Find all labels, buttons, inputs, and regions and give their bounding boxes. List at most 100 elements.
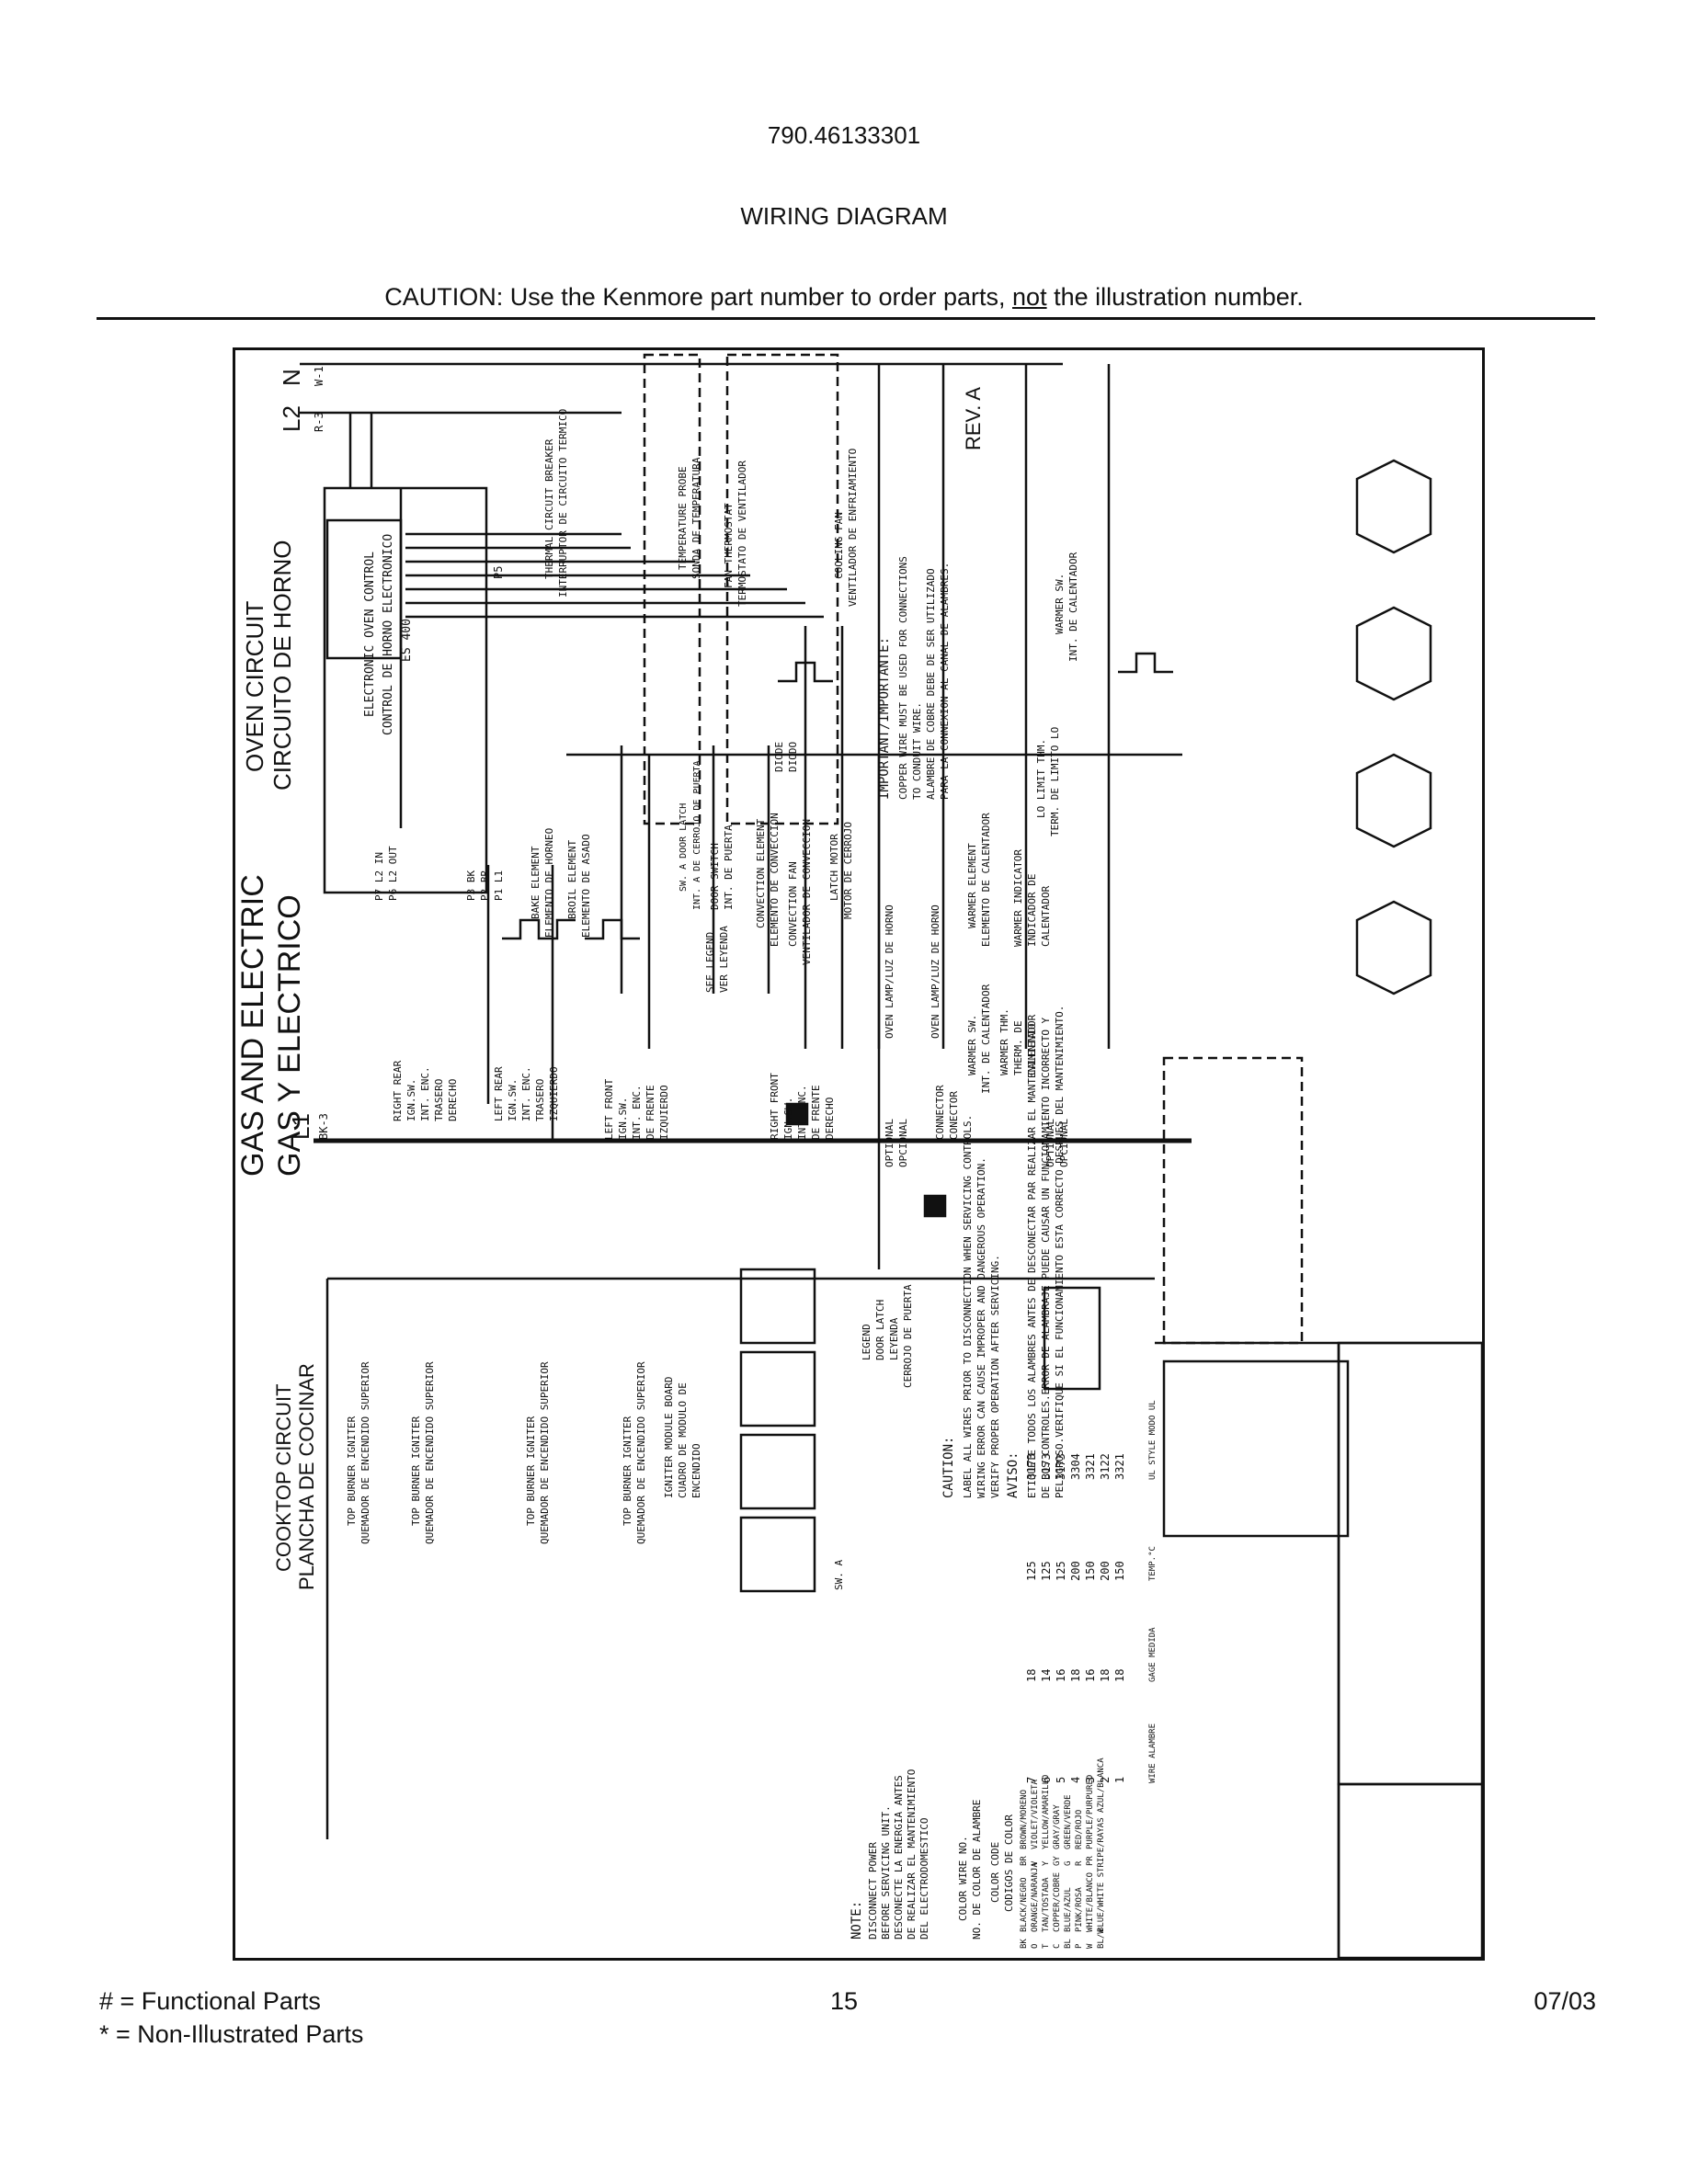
p6-label: P6 L2 OUT <box>387 846 399 901</box>
cf-label-2: VENTILADOR DE ENFRIAMIENTO <box>847 449 859 607</box>
wire-table-cell: 16 <box>1084 1669 1097 1682</box>
tp-label-1: TEMPERATURE PROBE <box>677 466 689 570</box>
connector-label-2: CONECTOR <box>948 1091 960 1140</box>
ign-switch-lf <box>739 1433 816 1510</box>
color-code-cell: RED/ROJO <box>1075 1810 1084 1849</box>
ign-switch-rf <box>739 1516 816 1593</box>
ign-rr-1: RIGHT REAR <box>392 1060 404 1121</box>
wire-table-cell: 3122 <box>1099 1453 1112 1480</box>
important-4: PARA LA CONNEXION AL CANAL DE ALAMBRES. <box>939 563 951 800</box>
color-code-cell: ORANGE/NARANJA <box>1031 1862 1040 1932</box>
ign-switch-lr <box>739 1350 816 1428</box>
note-1: DISCONNECT POWER <box>867 1842 879 1939</box>
color-code-cell: O <box>1031 1944 1040 1949</box>
oven-circuit-es: CIRCUITO DE HORNO <box>268 540 296 791</box>
color-code-cell: P <box>1075 1943 1084 1949</box>
wire-table-header: WIRE ALAMBRE <box>1148 1723 1158 1783</box>
wire-table-cell: 3173 <box>1040 1453 1053 1480</box>
p7-label: P7 L2 IN <box>373 852 385 901</box>
ign-rr-4: TRASERO <box>433 1079 445 1121</box>
color-code-cell: C <box>1053 1944 1062 1949</box>
page-number: 15 <box>829 1987 859 2015</box>
note-5: DEL ELECTRODOMESTICO <box>918 1818 930 1939</box>
eoc-label-1: ELECTRONIC OVEN CONTROL <box>363 552 377 717</box>
tcb-label-2: INTERRUPTOR DE CIRCUITO TERMICO <box>557 409 569 597</box>
warmer-element <box>1118 652 1173 674</box>
aviso-3: PELIGROSO.VERIFIQUE SI EL FUNCIONAMIENTO… <box>1054 1006 1066 1498</box>
oven-lamp-label-2: OVEN LAMP/LUZ DE HORNO <box>930 904 941 1039</box>
color-code-cell: T <box>1042 1943 1051 1949</box>
note-head: NOTE: <box>850 1901 864 1939</box>
wire-table-cell: 18 <box>1025 1669 1038 1682</box>
color-code-cell: W <box>1086 1943 1095 1949</box>
aviso-1: ETIQUETE TODOS LOS ALAMBRES ANTES DE DES… <box>1026 1023 1038 1498</box>
wire-table-cell: 3321 <box>1084 1453 1097 1480</box>
tp-label-2: SONDA DE TEMPERATURA <box>690 457 702 579</box>
color-code-cell: PR <box>1086 1856 1095 1866</box>
wire-table-cell: 3173 <box>1055 1453 1067 1480</box>
convection-element <box>778 661 833 683</box>
diode-label-2: DIODO <box>787 742 799 772</box>
n-label: N <box>278 369 305 386</box>
cw-label-1: COLOR WIRE NO. <box>957 1836 969 1921</box>
wire-table-cell: 3304 <box>1069 1453 1082 1480</box>
wire-table-cell: 2 <box>1099 1777 1112 1783</box>
wiring-diagram: GAS AND ELECTRIC GAS Y ELECTRICO OVEN CI… <box>235 353 1482 1958</box>
note-4: DE REALIZAR EL MANTENIMIENTO <box>906 1769 918 1939</box>
wire-table-frame <box>1337 1341 1482 1786</box>
color-code-cell: GREEN/VERDE <box>1064 1794 1073 1849</box>
wire-table-cell: 3321 <box>1113 1453 1126 1480</box>
color-code-cell: GRAY/GRAY <box>1053 1804 1062 1849</box>
cvf-label-1: CONVECTION FAN <box>787 861 799 947</box>
important-3: ALAMBRE DE COBRE DEBE DE SER UTILIZADO <box>925 568 937 800</box>
junction-2 <box>923 1194 947 1218</box>
ign-rf-4: DE FRENTE <box>810 1085 822 1140</box>
caution-head: CAUTION: <box>941 1437 956 1498</box>
igniter-1 <box>1355 459 1432 554</box>
lm-label-2: MOTOR DE CERROJO <box>842 822 854 919</box>
l1-label: L1 <box>287 1113 314 1140</box>
footer-date: 07/03 <box>1534 1987 1596 2015</box>
color-code-cell: BLACK/NEGRO <box>1020 1877 1029 1932</box>
eoc-label-3: ES 400 <box>400 619 414 662</box>
ign-rf-1: RIGHT FRONT <box>769 1073 781 1140</box>
color-code-cell: R <box>1075 1860 1084 1866</box>
we-label-1: WARMER ELEMENT <box>966 843 978 928</box>
swa-label: SW. A <box>833 1560 845 1590</box>
footer-non-illustrated: * = Non-Illustrated Parts <box>99 2020 364 2048</box>
eoc-label-2: CONTROL DE HORNO ELECTRONICO <box>382 534 395 735</box>
ign-lr-5: IZQUIERDO <box>548 1066 560 1121</box>
r3-label: R-3 <box>313 412 325 432</box>
cw-label-2: NO. DE COLOR DE ALAMBRE <box>971 1800 983 1939</box>
wire-table-cell: 7 <box>1025 1777 1038 1783</box>
ign-rr-5: DERECHO <box>447 1079 459 1121</box>
wi-label-3: CALENTADOR <box>1040 885 1052 947</box>
ign-rf-5: DERECHO <box>824 1098 836 1140</box>
wt-label-3: CALENTADOR <box>1026 1014 1038 1075</box>
ft-label-2: TERMOSTATO DE VENTILADOR <box>736 461 748 607</box>
im-label-3: ENCENDIDO <box>690 1443 702 1498</box>
ce-label-2: ELEMENTO DE CONVECCION <box>769 813 781 947</box>
wi-label-1: WARMER INDICATOR <box>1012 849 1024 947</box>
wire-table-cell: 18 <box>1113 1669 1126 1682</box>
optional-label-3: OPTIONAL <box>1044 1119 1056 1167</box>
ign-rr-3: INT. ENC. <box>419 1066 431 1121</box>
wire-table-header: TEMP.°C <box>1148 1546 1158 1581</box>
wire-table-cell: 125 <box>1055 1561 1067 1581</box>
broil-label-1: BROIL ELEMENT <box>566 840 578 919</box>
important-1: COPPER WIRE MUST BE USED FOR CONNECTIONS <box>897 556 909 800</box>
aviso-2: DE LOS CONTROLES.ERROR DE ALAMBRAJE PUED… <box>1040 1017 1052 1498</box>
connector-block <box>1043 1286 1101 1391</box>
im-label-1: IGNITER MODULE BOARD <box>663 1377 675 1498</box>
ll-label-2: TERM. DE LIMITO LO <box>1049 727 1061 836</box>
ll-label-1: LO LIMIT THM. <box>1035 739 1047 818</box>
wire-table-cell: 18 <box>1099 1669 1112 1682</box>
latch-label-1: SW. A DOOR LATCH <box>679 803 689 892</box>
color-code-cell: BLUE/WHITE STRIPE/RAYAS AZUL/BLANCA <box>1097 1757 1106 1932</box>
optional-label-4: OPCIONAL <box>1058 1119 1070 1167</box>
bake-element <box>502 918 576 940</box>
ign-lf-3: INT. ENC. <box>631 1085 643 1140</box>
p5-label: P5 <box>492 566 505 579</box>
color-code-cell: BLUE/AZUL <box>1064 1887 1073 1932</box>
tbi-label-1b: QUEMADOR DE ENCENDIDO SUPERIOR <box>359 1361 371 1544</box>
